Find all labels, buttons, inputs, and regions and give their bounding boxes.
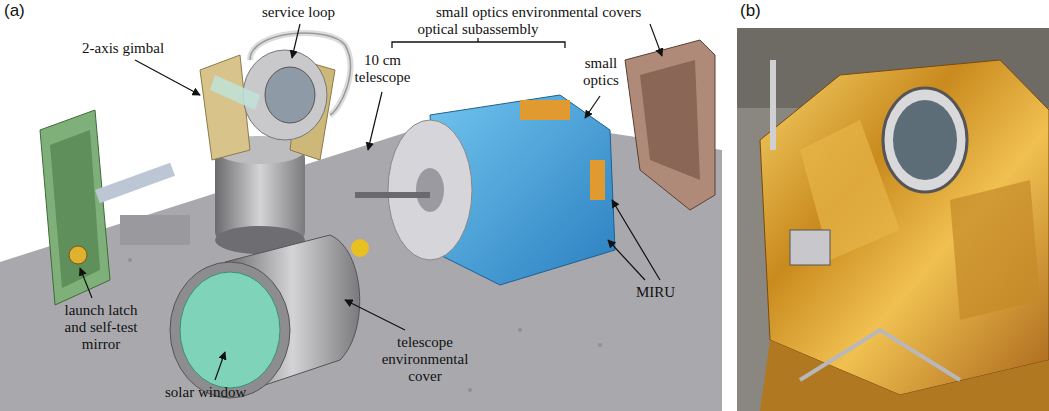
- leader-lines: [80, 24, 662, 380]
- service-loop-edge: [250, 33, 350, 115]
- part-label: 10 cm telescope: [345, 52, 420, 86]
- photo: [737, 28, 1049, 411]
- bracket: [392, 38, 565, 48]
- part-label: small optics environmental covers: [436, 4, 641, 21]
- part-label: small optics: [570, 55, 632, 89]
- optical-subassembly: [355, 95, 615, 285]
- part-label: solar window: [165, 384, 246, 401]
- part-label: 2-axis gimbal: [82, 40, 164, 57]
- service-loop: [250, 33, 350, 115]
- part-label: launch latch and self-test mirror: [55, 302, 147, 353]
- gimbal: [200, 50, 335, 254]
- panel-letter: (b): [740, 2, 761, 19]
- small-optics-cover: [625, 40, 715, 210]
- part-label: service loop: [262, 4, 335, 21]
- group-label: optical subassembly: [417, 21, 538, 38]
- launch-latch: [40, 110, 190, 305]
- part-label: telescope environmental cover: [370, 334, 480, 385]
- part-label: MIRU: [636, 284, 675, 301]
- telescope-cover: [170, 235, 369, 398]
- panel-letter: (a): [4, 2, 25, 19]
